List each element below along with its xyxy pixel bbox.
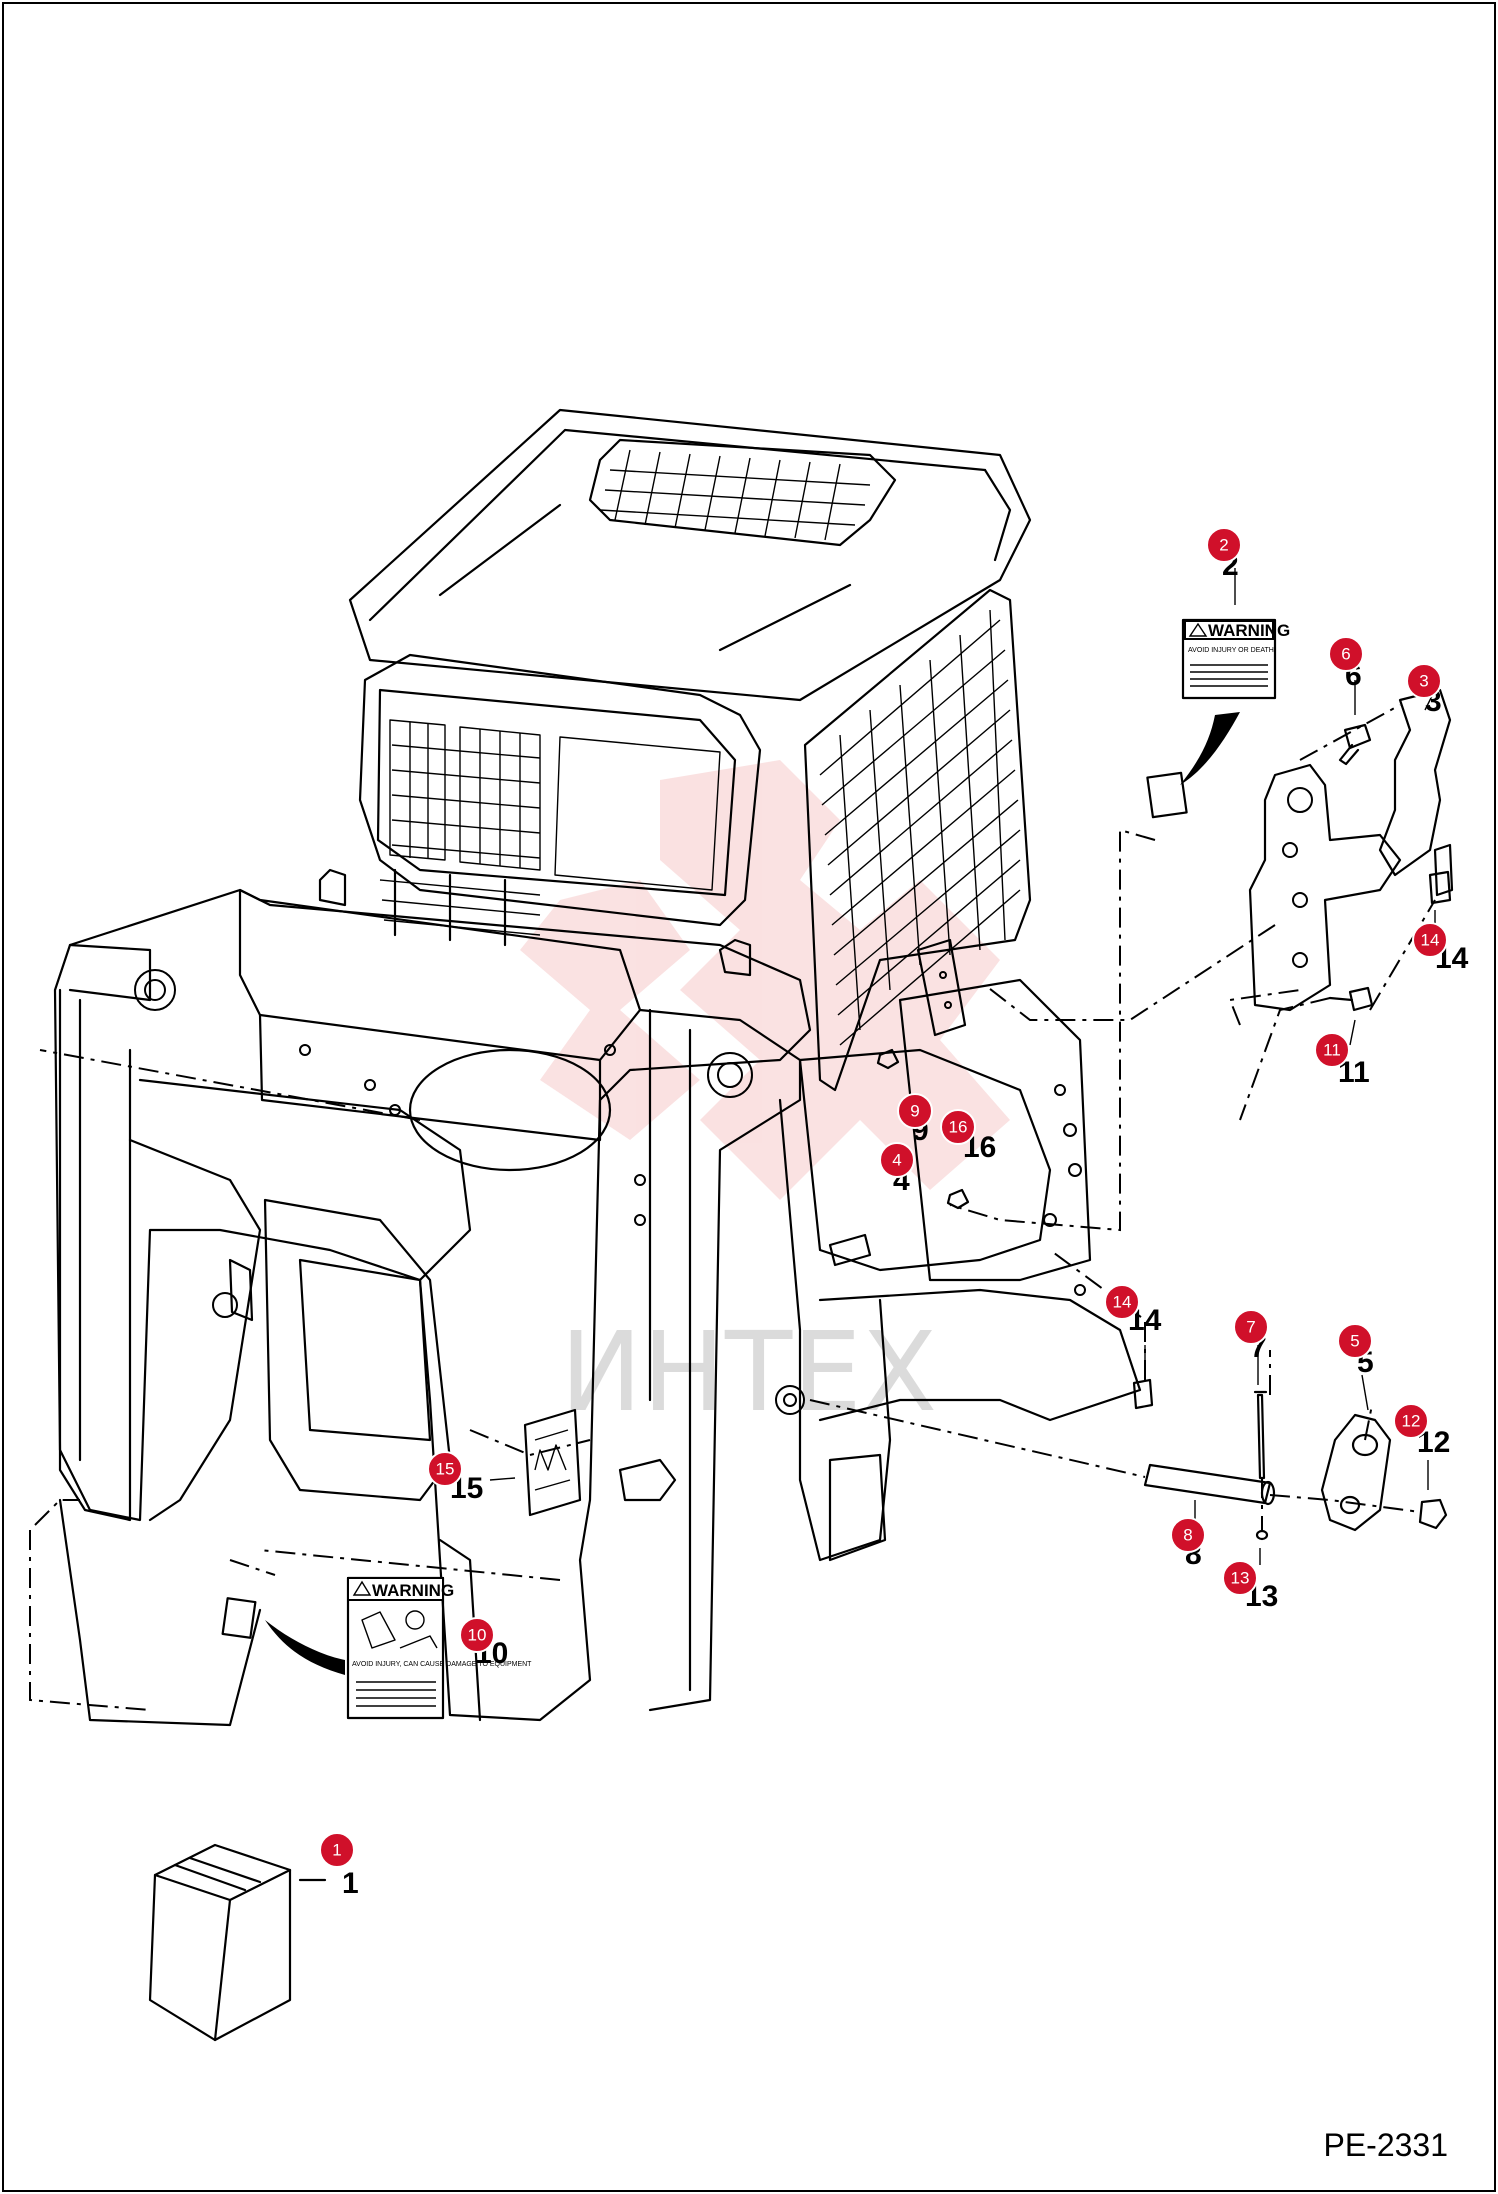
decal-2-text: AVOID INJURY OR DEATH	[1188, 647, 1274, 654]
nut-13	[1255, 1529, 1269, 1541]
callout-badge-number-4: 4	[892, 1151, 901, 1170]
callout-badge-14[interactable]	[1104, 1284, 1140, 1320]
callouts: 1122334455667788991010111112121313141414…	[319, 527, 1469, 1900]
callout-badge-12[interactable]	[1393, 1403, 1429, 1439]
callout-badge-number-2: 2	[1219, 536, 1228, 555]
callout-badge-15[interactable]	[427, 1451, 463, 1487]
nut-9	[876, 1048, 900, 1070]
decal-15	[523, 1408, 582, 1517]
callout-badge-number-12: 12	[1402, 1412, 1421, 1431]
bolt-6	[1338, 723, 1372, 766]
callout-badge-number-10: 10	[468, 1626, 487, 1645]
roof-grille	[588, 438, 897, 547]
plate-5	[1320, 1413, 1392, 1532]
box-item-1	[148, 1843, 327, 2042]
callout-badge-4[interactable]	[879, 1142, 915, 1178]
pin-assembly	[1132, 1378, 1448, 1541]
callout-badge-14[interactable]	[1412, 922, 1448, 958]
decal-10-warning-word: WARNING	[372, 1581, 454, 1600]
callout-badge-number-9: 9	[910, 1102, 919, 1121]
warning-decal-10: WARNING AVOID INJURY, CAN CAUSE DAMAGE T…	[221, 1576, 532, 1720]
callout-badge-number-8: 8	[1183, 1526, 1192, 1545]
callout-badge-16[interactable]	[940, 1109, 976, 1145]
front-grille	[389, 719, 721, 891]
hook-3	[1378, 688, 1452, 877]
bolt-11	[1328, 986, 1374, 1012]
decal-10-text: AVOID INJURY, CAN CAUSE DAMAGE TO EQUIPM…	[352, 1661, 532, 1668]
callout-badge-1[interactable]	[319, 1832, 355, 1868]
callout-badge-number-6: 6	[1341, 645, 1350, 664]
callout-badge-number-16: 16	[949, 1118, 968, 1137]
callout-badge-11[interactable]	[1314, 1032, 1350, 1068]
nut-4	[946, 1188, 970, 1210]
rops-plate	[828, 938, 970, 1267]
side-grille	[803, 588, 1032, 1092]
callout-badge-number-15: 15	[436, 1460, 455, 1479]
callout-badge-number-11: 11	[1323, 1041, 1341, 1060]
watermark-logo	[520, 760, 1010, 1200]
watermark-text: ИНТЕХ	[560, 1308, 937, 1436]
page-code: PE-2331	[1323, 2127, 1448, 2163]
decal-2-warning-word: WARNING	[1208, 621, 1290, 640]
callout-badge-number-5: 5	[1350, 1332, 1359, 1351]
cab-structure	[53, 408, 1142, 1727]
callout-badge-13[interactable]	[1222, 1560, 1258, 1596]
callout-badge-number-14: 14	[1113, 1293, 1132, 1312]
callout-badge-3[interactable]	[1406, 663, 1442, 699]
callout-badge-number-3: 3	[1419, 672, 1428, 691]
callout-badge-number-7: 7	[1246, 1318, 1255, 1337]
callout-badge-number-13: 13	[1231, 1569, 1250, 1588]
callout-label-1: 1	[342, 1867, 359, 1900]
callout-badge-2[interactable]	[1206, 527, 1242, 563]
callout-badge-7[interactable]	[1233, 1309, 1269, 1345]
nut-12	[1418, 1498, 1448, 1530]
callout-badge-5[interactable]	[1337, 1323, 1373, 1359]
spacer-14	[1132, 1378, 1154, 1410]
callout-badge-6[interactable]	[1328, 636, 1364, 672]
bolt-7	[1256, 1393, 1266, 1480]
warning-decal-2: WARNING AVOID INJURY OR DEATH	[1146, 618, 1290, 819]
callout-badge-9[interactable]	[897, 1093, 933, 1129]
right-bracket-assembly	[1248, 688, 1454, 1012]
callout-badge-10[interactable]	[459, 1617, 495, 1653]
callout-badge-8[interactable]	[1170, 1517, 1206, 1553]
pin-8	[1143, 1463, 1272, 1505]
callout-badge-number-1: 1	[332, 1841, 341, 1860]
rear-opening	[408, 1048, 612, 1172]
callout-badge-number-14: 14	[1421, 931, 1440, 950]
